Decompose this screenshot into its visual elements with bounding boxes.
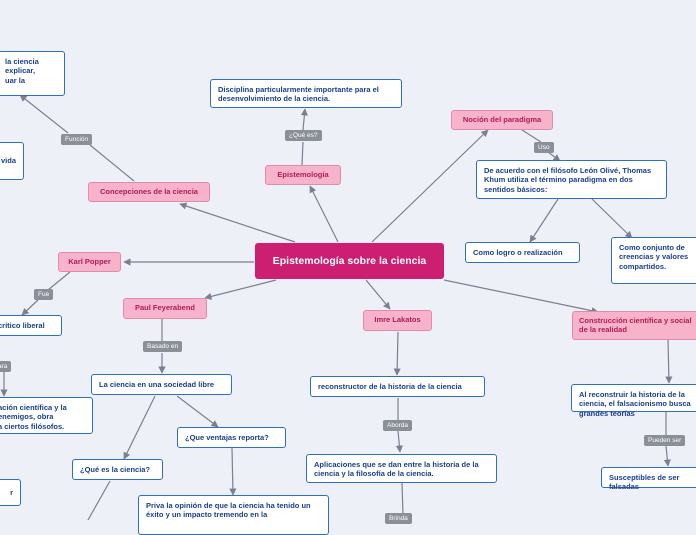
connector-lines xyxy=(0,94,673,520)
edge-olive-creencias xyxy=(591,198,633,239)
tag-funcion: Función xyxy=(61,134,93,145)
edge-funcion-box xyxy=(19,94,69,134)
edge-aplicaciones-brinda xyxy=(401,482,404,516)
tag-basado-en: Basado en xyxy=(143,341,183,352)
edge-uso-olive xyxy=(547,151,561,162)
edge-epistemologia-quees xyxy=(301,141,304,166)
edge-sociedad-queesciencia xyxy=(123,395,156,460)
edge-central-epistemologia xyxy=(309,185,339,243)
edge-concepciones-funcion xyxy=(89,144,135,182)
cut-r-box[interactable]: r xyxy=(0,479,21,506)
edge-lakatos-reconstructor xyxy=(393,331,401,376)
lakatos-node[interactable]: Imre Lakatos xyxy=(363,310,432,331)
edge-construccion-reconstruir xyxy=(665,339,673,384)
tag-pueden-ser: Pueden ser xyxy=(644,435,686,446)
edge-nocion-uso xyxy=(521,129,542,143)
reconstruir-box[interactable]: Al reconstruir la historia de la ciencia… xyxy=(571,384,696,418)
critico-liberal-box[interactable]: crítico liberal xyxy=(0,315,62,336)
construccion-node[interactable]: Construcción científica y social de la r… xyxy=(572,311,696,340)
tag-fue: Fue xyxy=(34,289,54,300)
edge-central-feyerabend xyxy=(204,279,277,300)
edge-fue-critico xyxy=(21,299,39,316)
edge-central-concepciones xyxy=(179,202,296,243)
edge-olive-logro xyxy=(529,198,559,243)
tag-que-es: ¿Qué es? xyxy=(285,130,322,141)
reconstructor-box[interactable]: reconstructor de la historia de la cienc… xyxy=(310,376,485,397)
aplicaciones-box[interactable]: Aplicaciones que se dan entre la histori… xyxy=(306,454,497,483)
central-topic[interactable]: Epistemología sobre la ciencia xyxy=(255,243,444,279)
tag-ara: ara xyxy=(0,361,12,372)
olive-box[interactable]: De acuerdo con el filósofo León Olivé, T… xyxy=(476,160,667,199)
que-es-ciencia-box[interactable]: ¿Qué es la ciencia? xyxy=(72,459,163,480)
epistemologia-node[interactable]: Epistemología xyxy=(265,165,341,185)
tag-aborda: Aborda xyxy=(383,420,412,431)
edge-aborda-aplicaciones xyxy=(395,430,403,453)
logro-box[interactable]: Como logro o realización xyxy=(465,242,580,263)
popper-node[interactable]: Karl Popper xyxy=(58,252,121,272)
feyerabend-node[interactable]: Paul Feyerabend xyxy=(123,298,207,319)
priva-box[interactable]: Priva la opinión de que la ciencia ha te… xyxy=(138,495,329,535)
disciplina-box[interactable]: Disciplina particularmente importante pa… xyxy=(210,79,402,108)
edge-sociedad-ventajas xyxy=(176,395,219,428)
ventajas-box[interactable]: ¿Que ventajas reporta? xyxy=(177,427,286,448)
function-description-box[interactable]: la ciencia explicar, uar la xyxy=(0,51,65,96)
vida-box[interactable]: vida xyxy=(0,142,24,180)
edge-popper-fue xyxy=(47,271,71,291)
edge-central-lakatos xyxy=(365,279,391,310)
nocion-paradigma-node[interactable]: Noción del paradigma xyxy=(451,110,553,130)
concepciones-node[interactable]: Concepciones de la ciencia xyxy=(88,182,210,202)
edge-quees-disciplina xyxy=(300,108,308,131)
edge-puedenser-susceptibles xyxy=(663,445,671,467)
enemigos-box[interactable]: ación científica y la enemigos, obra a c… xyxy=(0,397,93,434)
creencias-box[interactable]: Como conjunto de creencias y valores com… xyxy=(611,237,696,284)
tag-brinda: Brinda xyxy=(385,513,412,524)
susceptibles-box[interactable]: Susceptibles de ser falsadas xyxy=(601,467,696,491)
edge-queesciencia-down xyxy=(87,480,111,520)
edge-central-nocion xyxy=(371,129,489,243)
tag-uso: Uso xyxy=(534,142,554,153)
sociedad-libre-box[interactable]: La ciencia en una sociedad libre xyxy=(91,374,232,395)
edge-ventajas-priva xyxy=(229,447,237,496)
edge-central-construccion xyxy=(443,279,599,315)
